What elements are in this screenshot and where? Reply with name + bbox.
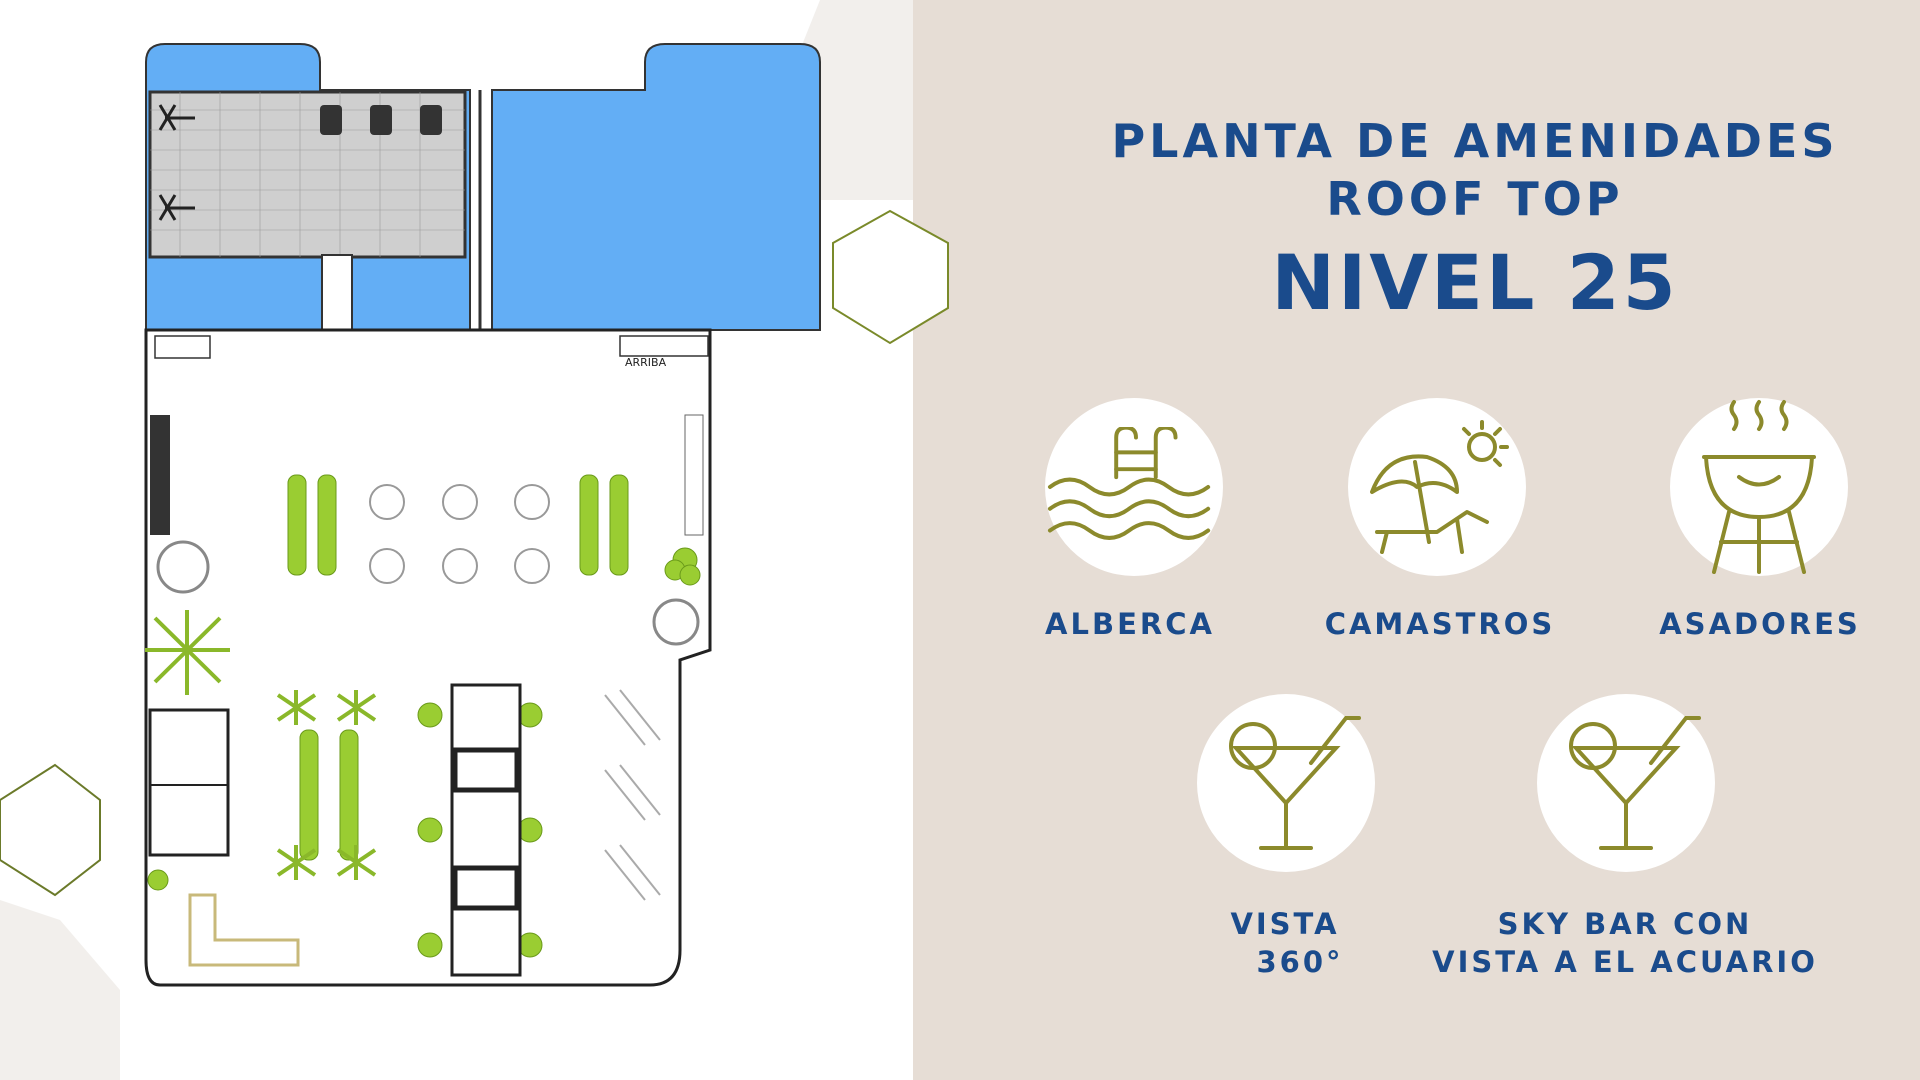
cocktail-icon bbox=[1569, 716, 1701, 850]
pool-icon bbox=[1047, 427, 1211, 540]
amenity-pool-label: ALBERCA bbox=[1045, 607, 1215, 641]
title-line-1: PLANTA DE AMENIDADES bbox=[1111, 114, 1839, 168]
amenity-pool-circle bbox=[1045, 398, 1223, 576]
amenity-grill-label: ASADORES bbox=[1659, 607, 1861, 641]
grill-icon bbox=[1702, 400, 1816, 574]
floor-plan-drawing: ARRIBA bbox=[144, 43, 821, 987]
amenity-view-circle bbox=[1197, 694, 1375, 872]
amenity-loungers-label: CAMASTROS bbox=[1324, 607, 1556, 641]
floor-plan-panel: ARRIBA bbox=[0, 0, 913, 1080]
stair-label: ARRIBA bbox=[625, 356, 667, 369]
amenity-skybar-circle bbox=[1537, 694, 1715, 872]
hexagon-decoration-bottom-left bbox=[0, 900, 120, 1080]
cocktail-icon bbox=[1229, 716, 1361, 850]
hexagon-outline-center bbox=[832, 209, 949, 345]
amenity-loungers-circle bbox=[1348, 398, 1526, 576]
title-line-2: ROOF TOP bbox=[1326, 172, 1624, 226]
title-level: NIVEL 25 bbox=[1271, 238, 1679, 327]
lounge-chair-umbrella-icon bbox=[1370, 420, 1509, 554]
hexagon-outline-left bbox=[0, 763, 101, 897]
amenity-view-label: VISTA 360° bbox=[1230, 907, 1344, 979]
amenity-skybar-label: SKY BAR CON VISTA A EL ACUARIO bbox=[1432, 907, 1818, 979]
amenity-grill-circle bbox=[1670, 398, 1848, 576]
